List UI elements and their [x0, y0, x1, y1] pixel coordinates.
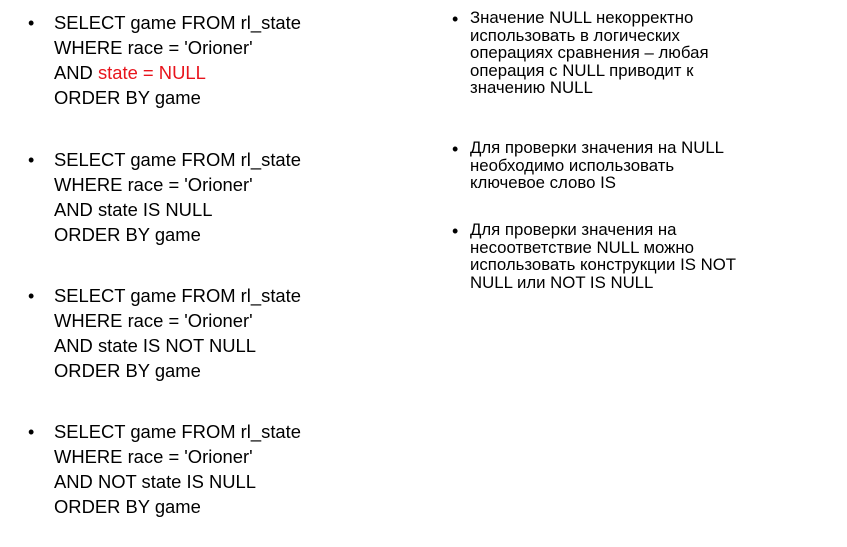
explanation-line: использовать конструкции IS NOT	[470, 255, 737, 274]
explanation-line: NULL или NOT IS NULL	[470, 272, 654, 292]
explanation-lines: Для проверки значения на NULL необходимо…	[470, 139, 724, 192]
sql-example-lines: SELECT game FROM rl_state WHERE race = '…	[54, 10, 301, 110]
bullet-icon: •	[452, 221, 459, 241]
sql-line: SELECT game FROM rl_state	[54, 421, 301, 442]
sql-line: AND NOT state IS NULL	[54, 471, 257, 492]
explanation-line: Значение NULL некорректно	[470, 8, 694, 27]
sql-example-lines: SELECT game FROM rl_state WHERE race = '…	[54, 419, 301, 519]
bullet-icon: •	[452, 139, 459, 159]
explanation-line: использовать в логических	[470, 25, 680, 45]
bullet-icon: •	[28, 13, 35, 33]
sql-line: ORDER BY game	[54, 360, 201, 381]
explanation-line: необходимо использовать	[470, 155, 675, 175]
sql-line-with-highlight: AND state = NULL	[54, 60, 301, 85]
sql-line: WHERE race = 'Orioner'	[54, 174, 253, 195]
explanation-line: операция с NULL приводит к	[470, 60, 694, 80]
sql-line: AND state IS NULL	[54, 199, 213, 220]
explanation-lines: Для проверки значения на несоответствие …	[470, 221, 736, 291]
sql-line: WHERE race = 'Orioner'	[54, 310, 253, 331]
incorrect-null-comparison: state = NULL	[97, 62, 206, 83]
sql-example-lines: SELECT game FROM rl_state WHERE race = '…	[54, 147, 301, 247]
bullet-icon: •	[28, 150, 35, 170]
explanation-line: несоответствие NULL можно	[470, 237, 694, 257]
sql-line: SELECT game FROM rl_state	[54, 149, 301, 170]
sql-line: AND state IS NOT NULL	[54, 335, 257, 356]
sql-line: ORDER BY game	[54, 87, 201, 108]
sql-line: SELECT game FROM rl_state	[54, 12, 301, 33]
bullet-icon: •	[28, 286, 35, 306]
bullet-icon: •	[28, 422, 35, 442]
explanation-line: операциях сравнения – любая	[470, 43, 709, 62]
sql-line: SELECT game FROM rl_state	[54, 285, 301, 306]
sql-and-keyword: AND	[54, 62, 98, 83]
explanation-line: значению NULL	[470, 78, 593, 97]
bullet-icon: •	[452, 9, 459, 29]
explanation-lines: Значение NULL некорректно использовать в…	[470, 9, 709, 97]
explanation-line: Для проверки значения на	[470, 220, 677, 239]
sql-example-lines: SELECT game FROM rl_state WHERE race = '…	[54, 283, 301, 383]
explanation-line: ключевое слово IS	[470, 173, 616, 192]
sql-line: ORDER BY game	[54, 224, 201, 245]
explanation-line: Для проверки значения на NULL	[470, 138, 724, 157]
sql-line: ORDER BY game	[54, 496, 201, 517]
sql-line: WHERE race = 'Orioner'	[54, 37, 253, 58]
sql-line: WHERE race = 'Orioner'	[54, 446, 253, 467]
